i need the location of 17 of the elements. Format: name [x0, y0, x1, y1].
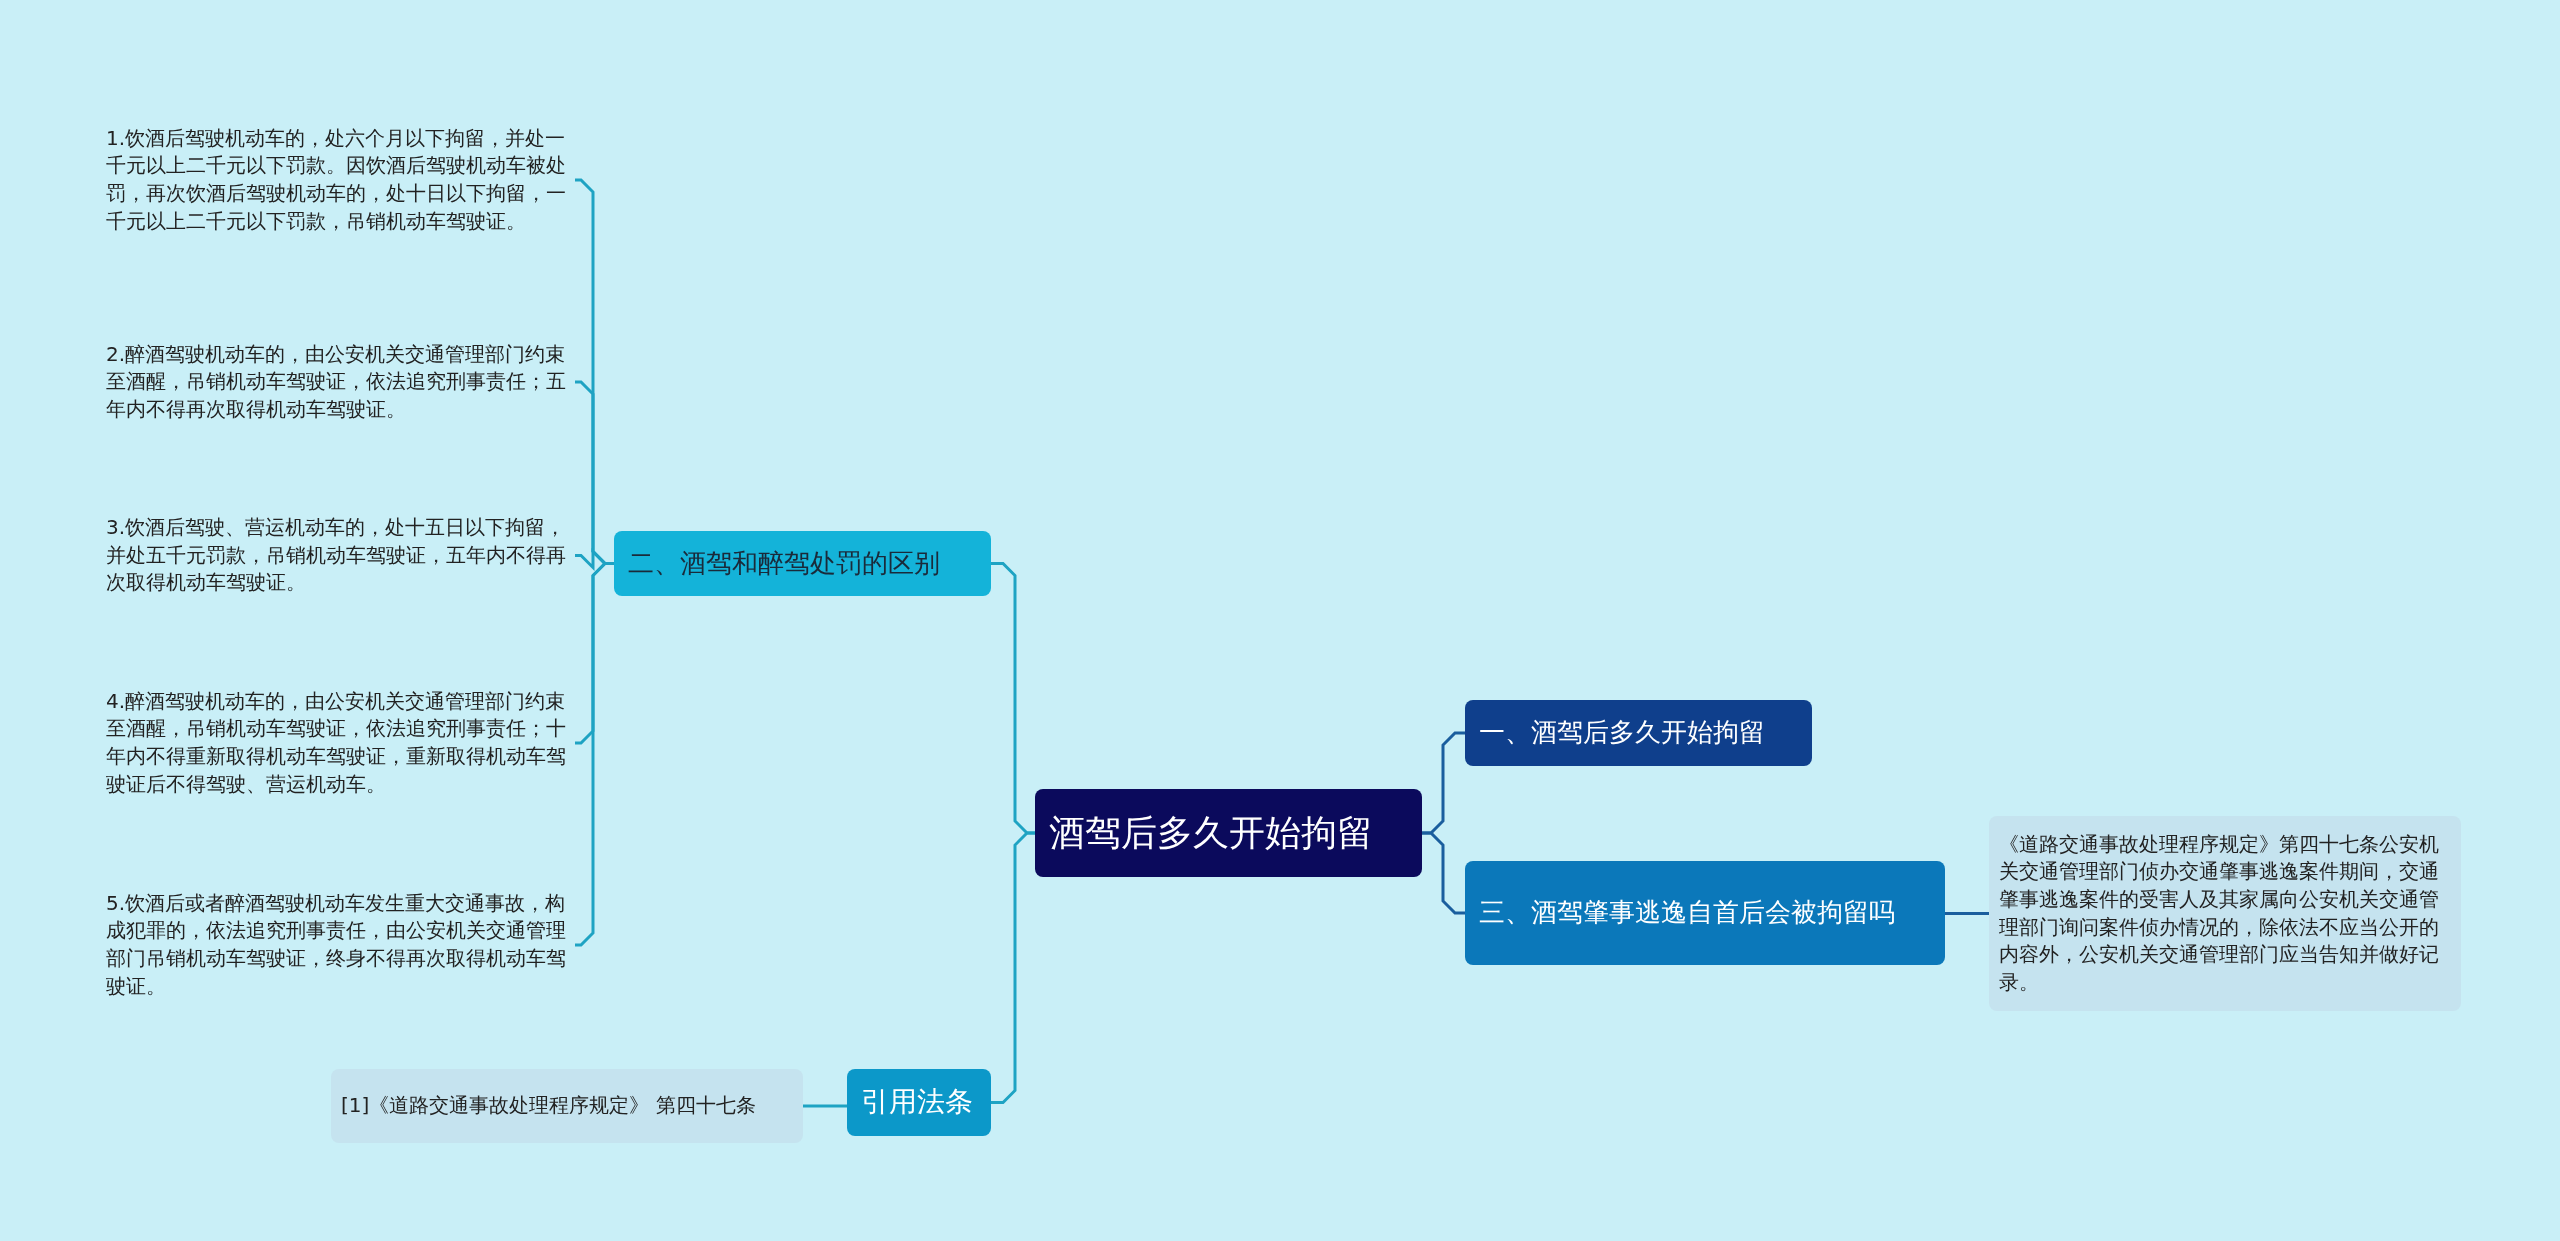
note-text: 2.醉酒驾驶机动车的，由公安机关交通管理部门约束至酒醒，吊销机动车驾驶证，依法追究刑事责任；五年内不得再次取得机动车驾驶证。	[100, 321, 575, 443]
note-card: [1]《道路交通事故处理程序规定》 第四十七条	[331, 1069, 803, 1143]
topic-box: 二、酒驾和醉驾处罚的区别	[614, 531, 991, 596]
note-text: 1.饮酒后驾驶机动车的，处六个月以下拘留，并处一千元以上二千元以下罚款。因饮酒后驾驶机动车被处罚，再次饮酒后驾驶机动车的，处十日以下拘留，一千元以上二千元以下罚款，吊销机动车驾驶证。	[100, 104, 575, 256]
note-card: 《道路交通事故处理程序规定》第四十七条公安机关交通管理部门侦办交通肇事逃逸案件期间，交通肇事逃逸案件的受害人及其家属向公安机关交通管理部门询问案件侦办情况的，除依法不应当公开的内容外，公安机关交通管理部门应当告知并做好记录。	[1989, 816, 2461, 1011]
topic-box: 一、酒驾后多久开始拘留	[1465, 700, 1812, 766]
note-text: 4.醉酒驾驶机动车的，由公安机关交通管理部门约束至酒醒，吊销机动车驾驶证，依法追究刑事责任；十年内不得重新取得机动车驾驶证，重新取得机动车驾驶证后不得驾驶、营运机动车。	[100, 667, 575, 819]
central-topic-box: 酒驾后多久开始拘留	[1035, 789, 1422, 877]
topic-box: 三、酒驾肇事逃逸自首后会被拘留吗	[1465, 861, 1945, 965]
connector-line	[1945, 912, 1989, 915]
connector-line	[991, 831, 1035, 1104]
note-text: 5.饮酒后或者醉酒驾驶机动车发生重大交通事故，构成犯罪的，依法追究刑事责任，由公安机关交通管理部门吊销机动车驾驶证，终身不得再次取得机动车驾驶证。	[100, 885, 575, 1005]
topic-box: 引用法条	[847, 1069, 991, 1136]
connector-line	[575, 562, 614, 947]
connector-line	[803, 1104, 847, 1108]
connector-line	[1422, 831, 1465, 915]
note-text: 3.饮酒后驾驶、营运机动车的，处十五日以下拘留，并处五千元罚款，吊销机动车驾驶证，五年内不得再次取得机动车驾驶证。	[100, 509, 575, 602]
